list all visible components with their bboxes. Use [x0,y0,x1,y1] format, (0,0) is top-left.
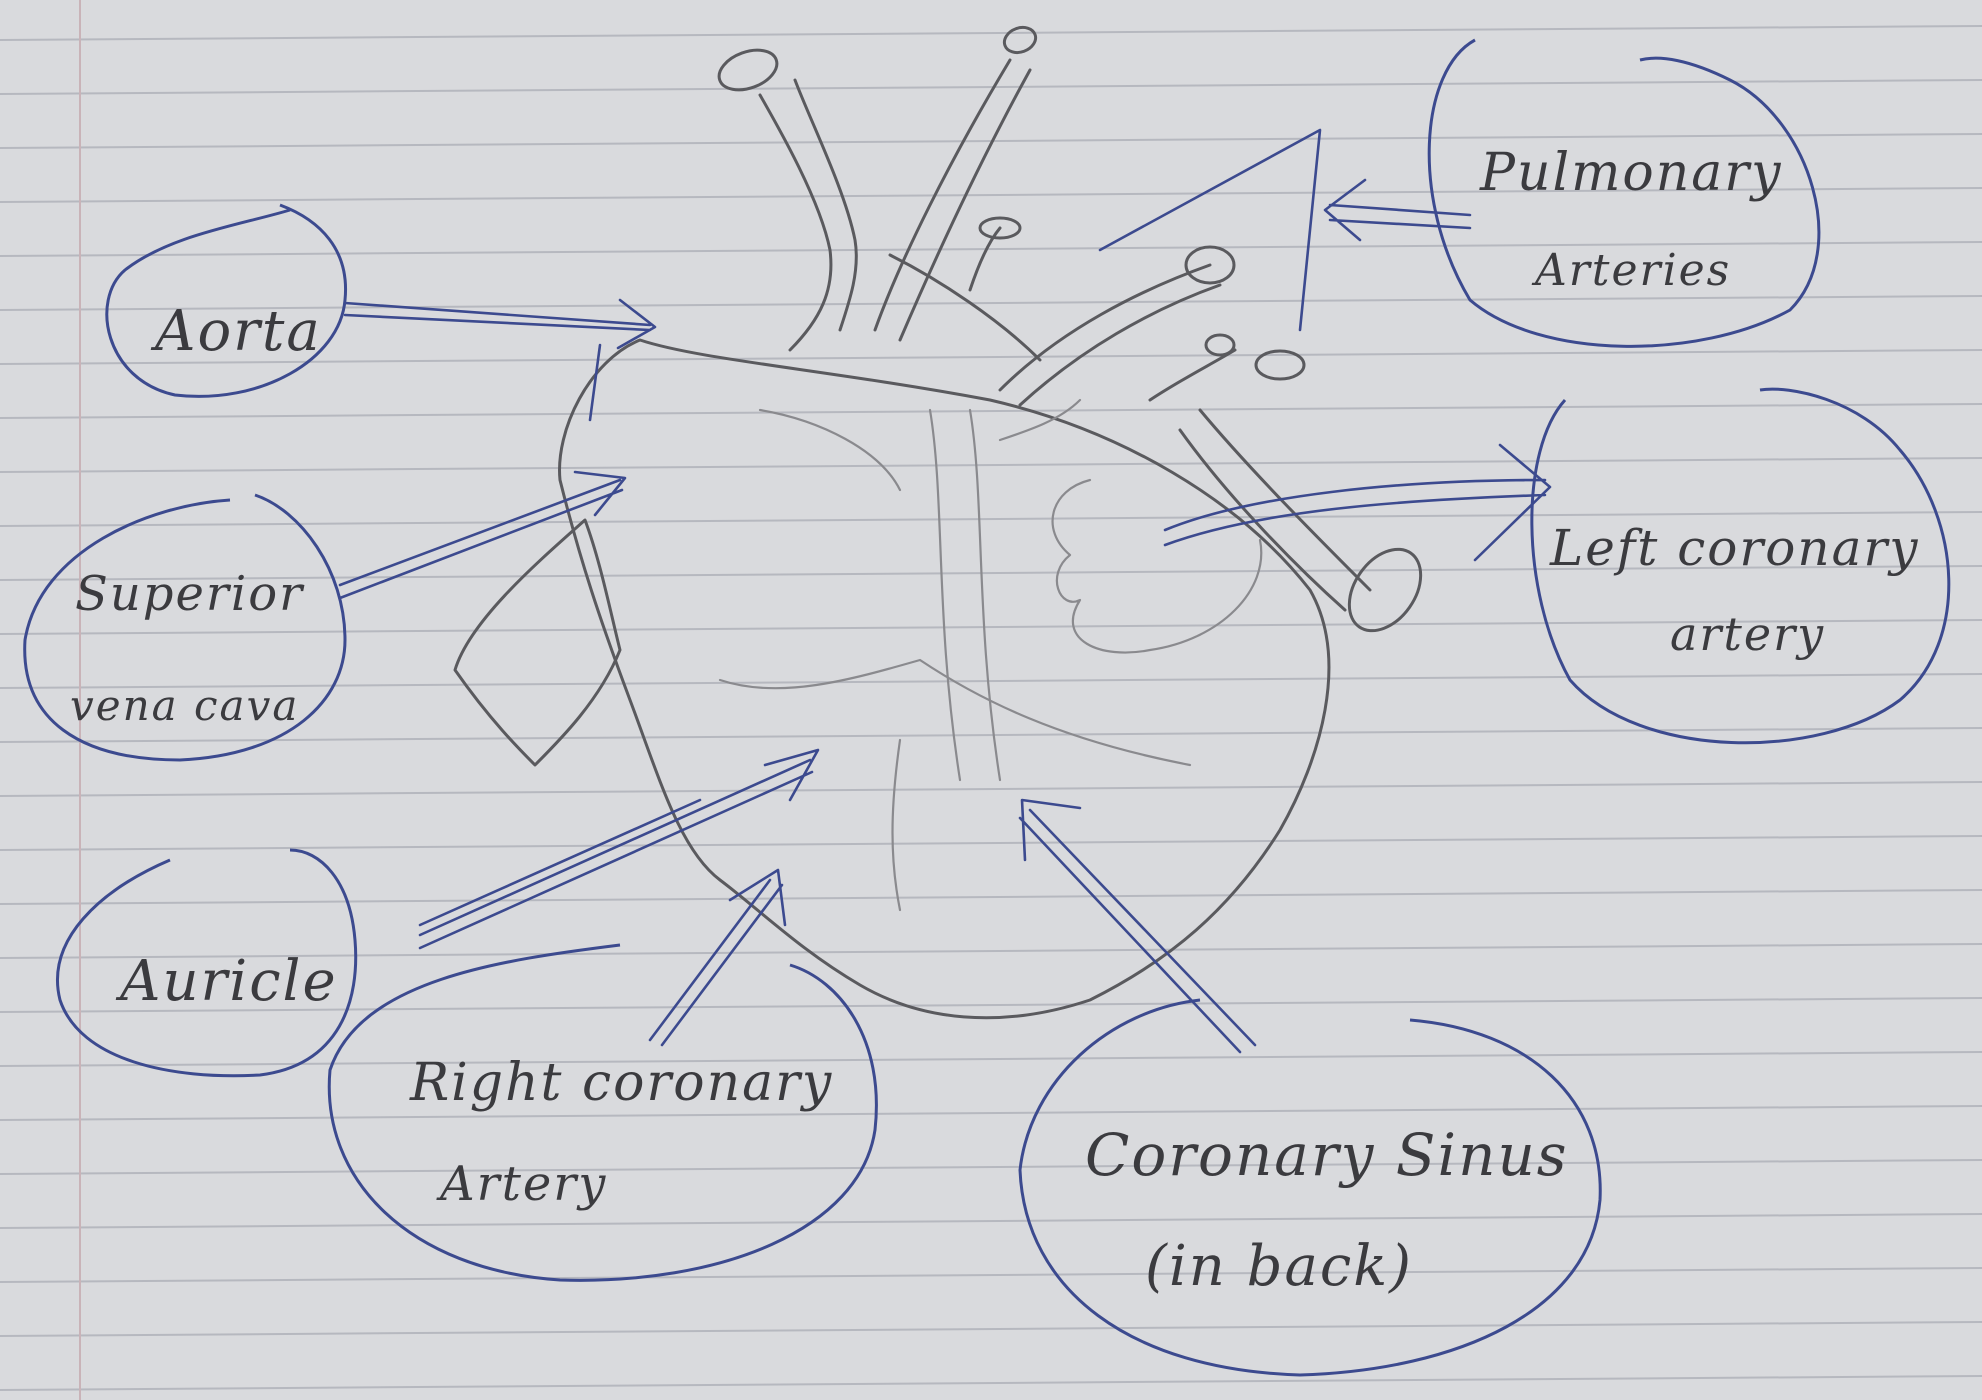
branch-vessel-2 [1000,265,1210,390]
heart-drawing [455,23,1435,1018]
label-auricle-text: Auricle [115,949,338,1014]
ruled-line [0,1376,1982,1390]
ruled-line [0,1322,1982,1336]
label-coronary-sinus-line1: Coronary Sinus [1085,1121,1569,1189]
label-superior-vena-cava: Superior vena cava [25,495,345,760]
auricle-shape [455,520,620,765]
auricle-pointer [420,800,700,925]
label-right-coronary-line1: Right coronary [409,1053,833,1113]
ruled-line [0,1268,1982,1282]
arrow-pulmonary [1325,180,1470,240]
arrow-coronary-sinus [1020,800,1255,1052]
ruled-line [0,728,1982,742]
ruled-line [0,1214,1982,1228]
arrow-right-coronary [650,870,785,1045]
label-svc-line1: Superior [75,566,305,622]
left-coronary-opening [1335,536,1436,644]
ruled-line [0,890,1982,904]
ruled-line [0,1160,1982,1174]
label-left-coronary-artery: Left coronary artery [1532,389,1949,743]
pulmonary-opening [1001,23,1039,56]
vein-line-1 [760,410,900,490]
label-left-coronary-line2: artery [1670,607,1825,661]
branch-opening-3 [1206,335,1234,355]
ruled-line [0,1106,1982,1120]
svc-pointer [590,345,600,420]
label-pulmonary-line1: Pulmonary [1479,143,1782,203]
ruled-line [0,836,1982,850]
label-aorta: Aorta [107,205,346,396]
label-pulmonary-line2: Arteries [1531,245,1731,296]
label-auricle: Auricle [58,850,356,1076]
label-left-coronary-line1: Left coronary [1549,519,1920,577]
label-coronary-sinus-line2: (in back) [1145,1234,1413,1299]
ruled-line [0,26,1982,40]
aorta-vessel [760,95,831,350]
label-svc-line2: vena cava [70,681,299,730]
ruled-line [0,782,1982,796]
vein-line-3 [893,740,901,910]
label-aorta-text: Aorta [150,299,322,364]
label-right-coronary-line2: Artery [436,1156,607,1212]
ruled-line [0,404,1982,418]
arrow-svc [340,472,625,598]
arrows [340,130,1550,1052]
branch-vessel-4 [1150,350,1235,400]
ruled-line [0,458,1982,472]
label-right-coronary-artery: Right coronary Artery [329,945,876,1280]
